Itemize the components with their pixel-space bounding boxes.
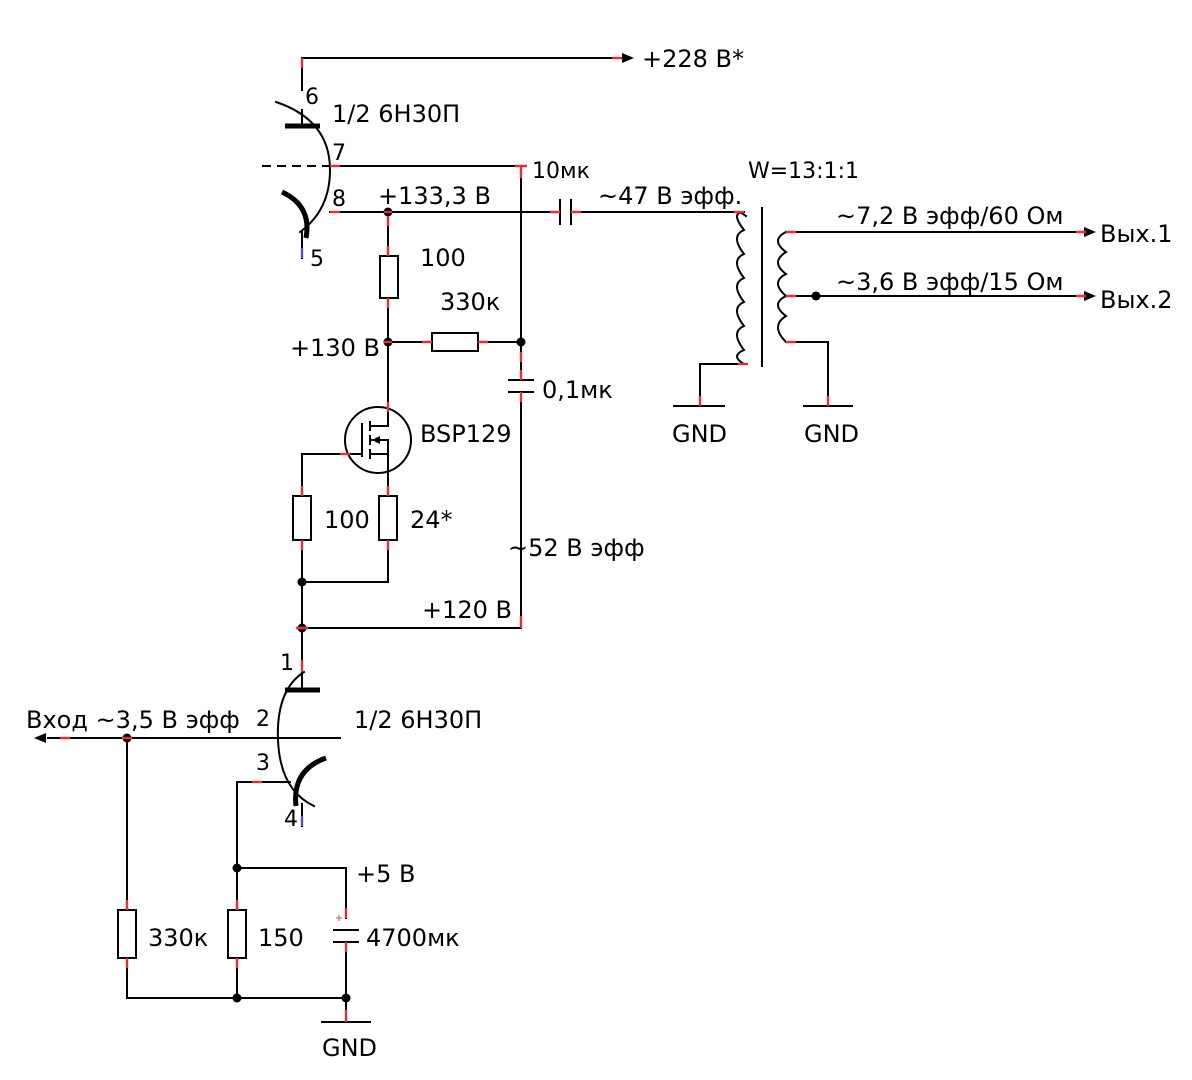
label-pin2: 2 bbox=[256, 707, 270, 732]
label-gnd-left: GND bbox=[672, 420, 727, 448]
label-winding-ratio: W=13:1:1 bbox=[748, 159, 859, 184]
label-v52: ~52 В эфф bbox=[508, 534, 645, 562]
label-v130: +130 В bbox=[290, 334, 380, 362]
label-pin1: 1 bbox=[280, 651, 294, 676]
label-v5: +5 В bbox=[356, 860, 415, 888]
label-supply: +228 В* bbox=[642, 45, 744, 73]
label-pin3: 3 bbox=[256, 751, 270, 776]
label-r24: 24* bbox=[410, 506, 453, 534]
label-pin4: 4 bbox=[284, 807, 298, 832]
capacitor-01mk bbox=[508, 379, 534, 393]
pin-marks bbox=[60, 56, 1086, 1022]
tube-bottom bbox=[262, 670, 340, 827]
resistor-24 bbox=[378, 495, 398, 541]
resistor-330k-bottom bbox=[117, 909, 137, 959]
resistor-150 bbox=[227, 909, 247, 959]
label-v120: +120 В bbox=[422, 596, 512, 624]
label-v-cathode-top: +133,3 В bbox=[378, 182, 491, 210]
label-gnd-right: GND bbox=[804, 420, 859, 448]
label-r100-gate: 100 bbox=[324, 506, 370, 534]
label-out1: Вых.1 bbox=[1100, 220, 1173, 248]
label-cap-01mk: 0,1мк bbox=[542, 376, 613, 404]
label-gnd-bottom: GND bbox=[322, 1034, 377, 1062]
label-out2: Вых.2 bbox=[1100, 286, 1173, 314]
label-mosfet: BSP129 bbox=[420, 420, 512, 448]
label-cap-10mk: 10мк bbox=[532, 159, 590, 184]
label-input: Вход ~3,5 В эфф bbox=[26, 706, 240, 734]
label-pin5: 5 bbox=[310, 247, 324, 272]
label-pin6: 6 bbox=[305, 85, 319, 110]
resistor-100-gate bbox=[292, 495, 312, 541]
label-r150: 150 bbox=[258, 924, 304, 952]
label-pin8: 8 bbox=[332, 187, 346, 212]
labels: +228 В* 6 1/2 6Н30П 7 10мк W=13:1:1 8 +1… bbox=[26, 45, 1173, 1062]
label-out1-voltage: ~7,2 В эфф/60 Ом bbox=[836, 202, 1063, 230]
label-pin7: 7 bbox=[332, 141, 346, 166]
capacitor-10mk bbox=[559, 199, 572, 225]
label-out2-voltage: ~3,6 В эфф/15 Ом bbox=[836, 268, 1063, 296]
label-tube-bottom: 1/2 6Н30П bbox=[354, 706, 482, 734]
capacitor-4700mk bbox=[333, 929, 359, 943]
label-r330k-bottom: 330к bbox=[148, 924, 208, 952]
label-r330k-top: 330к bbox=[440, 288, 500, 316]
resistor-100-top bbox=[379, 255, 399, 299]
transformer bbox=[736, 207, 788, 367]
mosfet-bsp129 bbox=[344, 406, 412, 474]
resistor-330k-top bbox=[431, 332, 479, 352]
label-tube-top: 1/2 6Н30П bbox=[332, 100, 460, 128]
label-v-out-primary: ~47 В эфф. bbox=[598, 182, 742, 210]
tube-top bbox=[262, 100, 336, 259]
label-cap-4700mk: 4700мк bbox=[366, 924, 460, 952]
label-r100-top: 100 bbox=[420, 244, 466, 272]
